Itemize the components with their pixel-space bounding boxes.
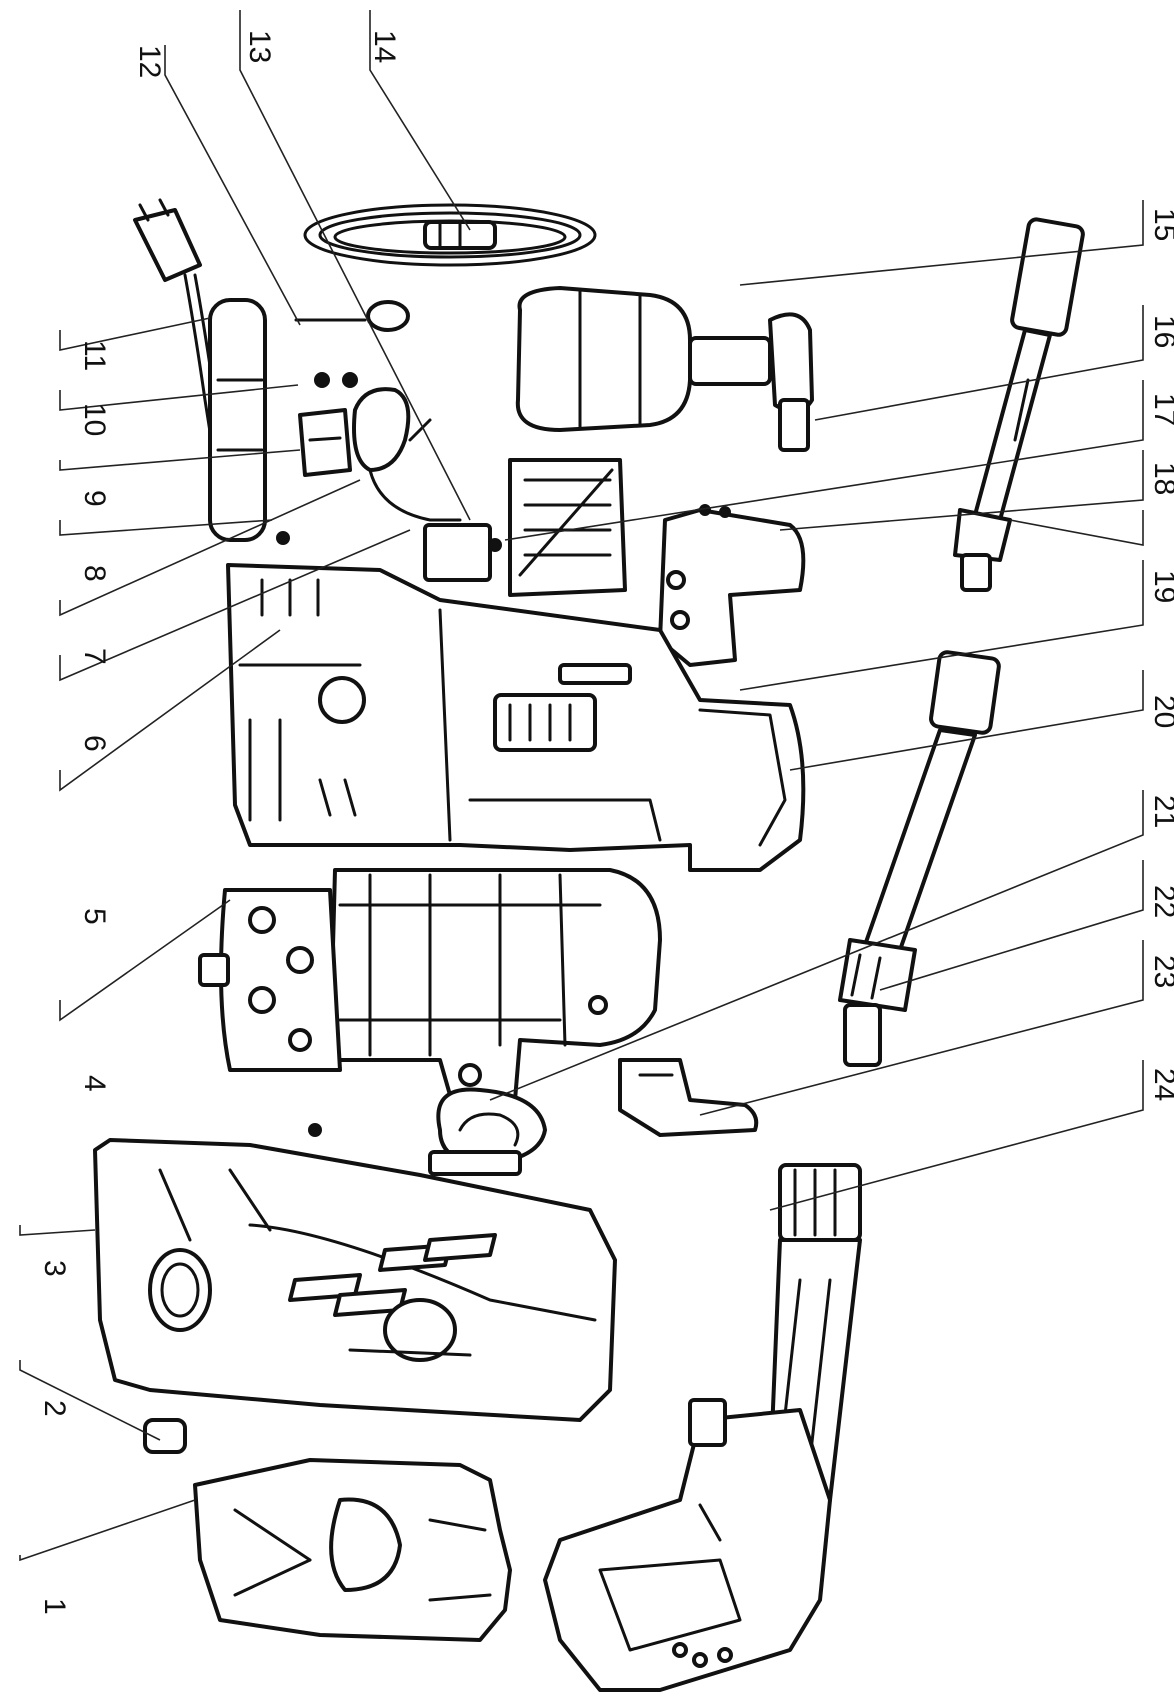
part-power-cord (133, 198, 267, 542)
part-lance-short (953, 217, 1085, 592)
callout-2: 2 (38, 1400, 71, 1417)
callout-24: 24 (1148, 1068, 1174, 1101)
callout-1: 1 (38, 1598, 71, 1615)
part-clip-bracket (618, 1058, 759, 1137)
callout-16: 16 (1148, 315, 1174, 348)
part-front-cover (193, 1458, 512, 1642)
part-hose-bracket (658, 504, 806, 667)
part-front-housing (93, 1123, 617, 1422)
callout-20: 20 (1148, 695, 1174, 728)
part-lance-long (838, 650, 1001, 1067)
callout-17: 17 (1148, 393, 1174, 426)
part-spray-gun (543, 1163, 862, 1692)
part-round-cap (436, 1087, 547, 1167)
callout-11: 11 (78, 340, 111, 371)
part-cover-block (423, 523, 502, 582)
part-hose-coil (303, 203, 597, 267)
callout-10: 10 (78, 403, 111, 436)
callout-5: 5 (78, 908, 111, 925)
callout-21: 21 (1148, 795, 1174, 828)
callout-3: 3 (38, 1260, 71, 1277)
part-grille-bracket (508, 458, 627, 597)
callout-7: 7 (78, 648, 111, 665)
callout-19: 19 (1148, 570, 1174, 603)
callout-6: 6 (78, 735, 111, 752)
leader-lines (19, 10, 1144, 1562)
callout-15: 15 (1148, 208, 1174, 241)
callout-13: 13 (243, 30, 276, 63)
part-ring-washer (294, 300, 410, 332)
part-wheel-foot (143, 1418, 187, 1454)
part-switch (298, 387, 462, 522)
callout-labels: 1 2 3 4 5 6 7 8 9 10 11 12 13 14 15 16 1… (38, 30, 1174, 1615)
callout-9: 9 (78, 490, 111, 507)
callout-4: 4 (78, 1075, 111, 1092)
part-screws-small (276, 372, 358, 545)
callout-8: 8 (78, 565, 111, 582)
callout-22: 22 (1148, 885, 1174, 918)
part-detergent-bottle (515, 286, 814, 452)
part-rear-housing (226, 563, 806, 872)
callout-23: 23 (1148, 955, 1174, 988)
part-motor-pump (198, 868, 662, 1102)
callout-18: 18 (1148, 462, 1174, 495)
callout-12: 12 (133, 45, 166, 78)
callout-14: 14 (368, 30, 401, 63)
